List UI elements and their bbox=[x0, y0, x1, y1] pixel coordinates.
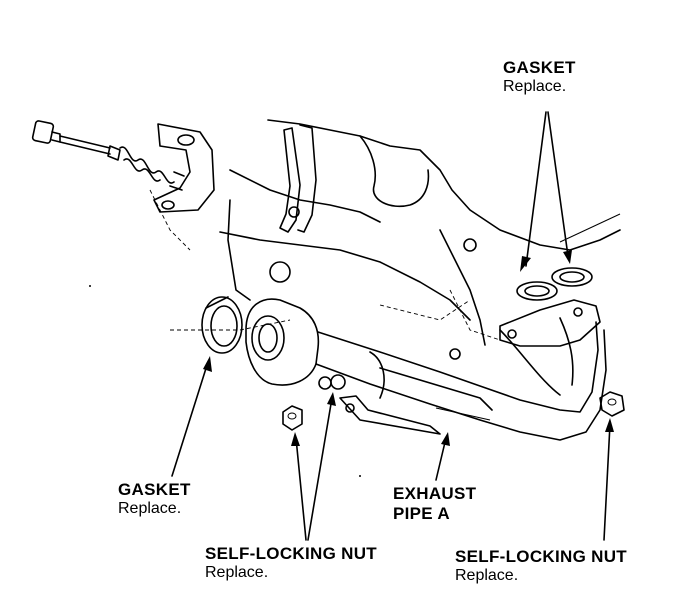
right-flange bbox=[499, 299, 601, 347]
self-locking-nut-right bbox=[599, 391, 625, 417]
flange-bracket bbox=[153, 123, 215, 213]
exhaust-pipe-line2: PIPE A bbox=[393, 503, 450, 523]
exhaust-pipe-a bbox=[245, 298, 607, 441]
nut-left-note: Replace. bbox=[205, 563, 269, 581]
leader-arrows bbox=[171, 111, 614, 541]
gasket-top-title: GASKET bbox=[503, 58, 576, 77]
gasket-left-note: Replace. bbox=[118, 499, 182, 517]
gasket-left-label: GASKET Replace. bbox=[118, 480, 191, 518]
background-lines bbox=[89, 213, 621, 477]
gasket-top-note: Replace. bbox=[503, 77, 567, 95]
nut-left-label: SELF-LOCKING NUT Replace. bbox=[205, 544, 377, 582]
gasket-left-title: GASKET bbox=[118, 480, 191, 499]
left-gasket bbox=[201, 296, 243, 354]
exhaust-pipe-line1: EXHAUST bbox=[393, 484, 477, 503]
nut-right-label: SELF-LOCKING NUT Replace. bbox=[455, 547, 627, 585]
top-gaskets bbox=[516, 267, 593, 301]
gasket-top-label: GASKET Replace. bbox=[503, 58, 576, 96]
nut-right-title: SELF-LOCKING NUT bbox=[455, 547, 627, 566]
nut-right-note: Replace. bbox=[455, 566, 519, 584]
nut-left-title: SELF-LOCKING NUT bbox=[205, 544, 377, 563]
hanger-bracket bbox=[279, 124, 317, 233]
self-locking-nut-left bbox=[282, 405, 303, 431]
engine-block bbox=[149, 119, 621, 360]
spring-bolt-assembly bbox=[31, 120, 185, 191]
exhaust-pipe-label: EXHAUST PIPE A bbox=[393, 484, 476, 523]
